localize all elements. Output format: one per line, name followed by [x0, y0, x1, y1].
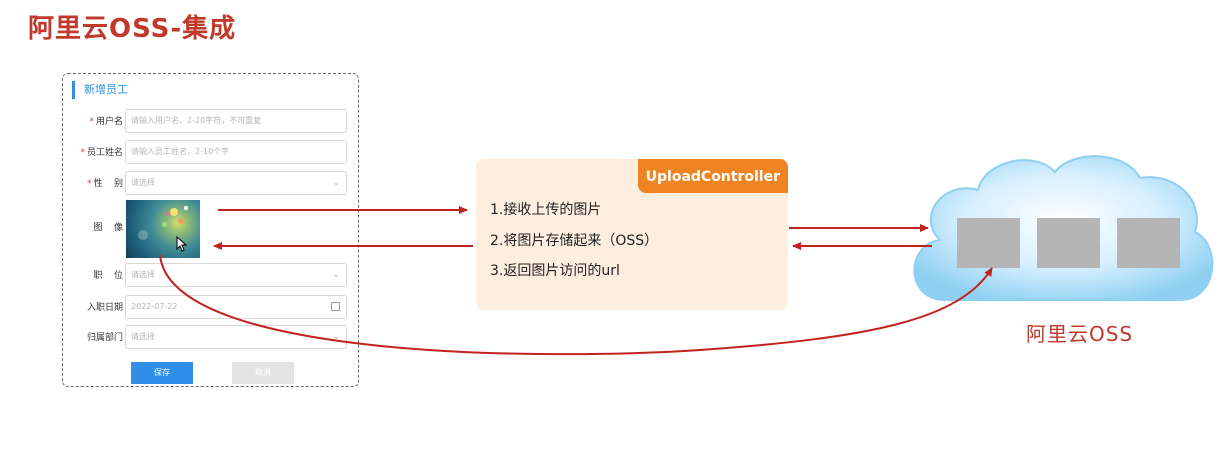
select-placeholder: 请选择	[131, 178, 155, 187]
page-title: 阿里云OSS-集成	[28, 14, 237, 44]
cursor-icon	[176, 236, 188, 252]
oss-file-icon	[1117, 218, 1180, 268]
gender-select[interactable]: 请选择 ⌄	[125, 171, 347, 195]
step-receive: 1.接收上传的图片	[490, 202, 602, 218]
field-label: 入职日期	[86, 303, 123, 313]
field-label: 用户名	[95, 117, 123, 127]
form-row-entry-date: 入职日期 2022-07-22	[63, 295, 360, 321]
oss-file-icon	[957, 218, 1020, 268]
select-placeholder: 请选择	[131, 270, 155, 279]
field-label: 员工姓名	[86, 148, 123, 158]
form-row-name: *员工姓名 请输入员工姓名，2-10个字	[63, 140, 360, 166]
form-row-username: *用户名 请输入用户名，2-20字符，不可重复	[63, 109, 360, 135]
chevron-down-icon: ⌄	[332, 332, 340, 342]
required-mark: *	[80, 148, 85, 158]
form-header: 新增员工	[72, 81, 128, 99]
calendar-icon	[331, 302, 340, 311]
step-return-url: 3.返回图片访问的url	[490, 263, 620, 279]
arrow-image-to-oss-curve	[159, 254, 993, 356]
select-placeholder: 请选择	[131, 332, 155, 341]
field-label: 职 位	[93, 271, 123, 281]
name-input[interactable]: 请输入员工姓名，2-10个字	[125, 140, 347, 164]
step-store: 2.将图片存储起来（OSS）	[490, 233, 659, 249]
date-value: 2022-07-22	[131, 302, 178, 311]
field-label: 图 像	[93, 223, 123, 233]
form-row-image: 图 像	[63, 215, 360, 241]
oss-file-icon	[1037, 218, 1100, 268]
form-row-gender: *性 别 请选择 ⌄	[63, 171, 360, 197]
controller-name-tag: UploadController	[637, 159, 788, 193]
chevron-down-icon: ⌄	[332, 270, 340, 280]
field-label: 性 别	[93, 179, 123, 189]
required-mark: *	[89, 117, 94, 127]
username-input[interactable]: 请输入用户名，2-20字符，不可重复	[125, 109, 347, 133]
chevron-down-icon: ⌄	[332, 178, 340, 188]
field-label: 归属部门	[86, 333, 123, 343]
employee-form-panel: 新增员工 *用户名 请输入用户名，2-20字符，不可重复 *员工姓名 请输入员工…	[62, 73, 359, 387]
uploaded-image[interactable]	[126, 200, 200, 258]
upload-controller-box: UploadController 1.接收上传的图片 2.将图片存储起来（OSS…	[476, 159, 788, 310]
entry-date-picker[interactable]: 2022-07-22	[125, 295, 347, 319]
required-mark: *	[87, 179, 92, 189]
oss-label: 阿里云OSS	[1026, 322, 1134, 346]
save-button[interactable]: 保存	[131, 362, 193, 384]
cancel-button[interactable]: 取消	[232, 362, 294, 384]
